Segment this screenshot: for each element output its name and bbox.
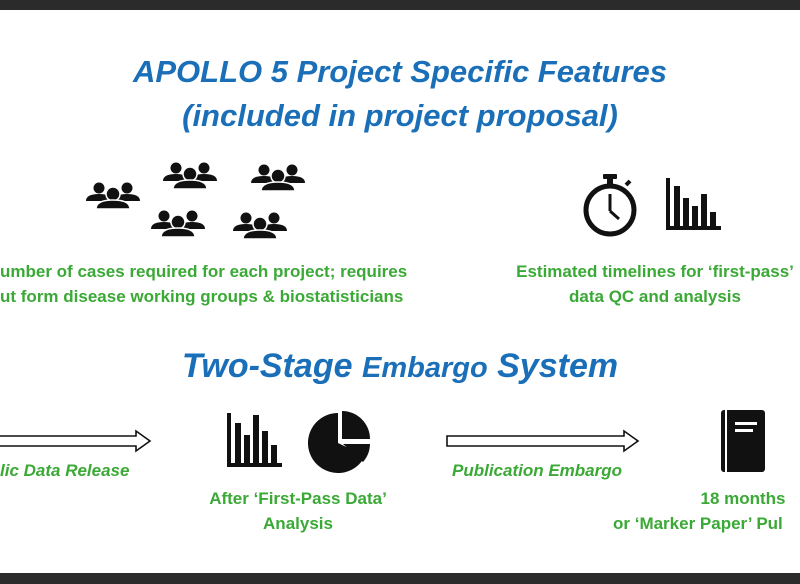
embargo-title-part3: System xyxy=(497,347,619,385)
stage2-description-line2: or ‘Marker Paper’ Pul xyxy=(613,514,783,533)
arrow-right-icon xyxy=(446,429,640,453)
stage1-description-line1: After ‘First-Pass Data’ xyxy=(209,489,387,508)
timelines-description-line2: data QC and analysis xyxy=(569,287,741,306)
cases-description-line1: umber of cases required for each project… xyxy=(0,262,408,281)
notebook-icon xyxy=(721,410,765,472)
page-title-line2: (included in project proposal) xyxy=(182,98,618,133)
stage1-description-line2: Analysis xyxy=(263,514,333,533)
bar-chart-icon xyxy=(227,413,282,467)
page-title-line1: APOLLO 5 Project Specific Features xyxy=(132,54,668,89)
public-data-release-label: lic Data Release xyxy=(0,461,130,480)
embargo-title-part1: Two-Stage xyxy=(181,347,353,385)
people-group-icon xyxy=(85,161,306,240)
bar-chart-icon xyxy=(666,178,721,230)
timelines-description-line1: Estimated timelines for ‘first-pass’ xyxy=(516,262,794,281)
bottom-frame-bar xyxy=(0,573,800,584)
pie-chart-icon xyxy=(308,411,370,473)
embargo-section-title: Two-Stage Embargo System xyxy=(0,347,800,386)
stopwatch-icon xyxy=(583,174,637,237)
arrow-right-icon xyxy=(0,429,152,453)
top-frame-bar xyxy=(0,0,800,10)
stage2-description-line1: 18 months xyxy=(700,489,786,508)
cases-description-line2: ut form disease working groups & biostat… xyxy=(0,287,404,306)
publication-embargo-label: Publication Embargo xyxy=(452,461,623,480)
embargo-title-part2: Embargo xyxy=(361,352,488,384)
